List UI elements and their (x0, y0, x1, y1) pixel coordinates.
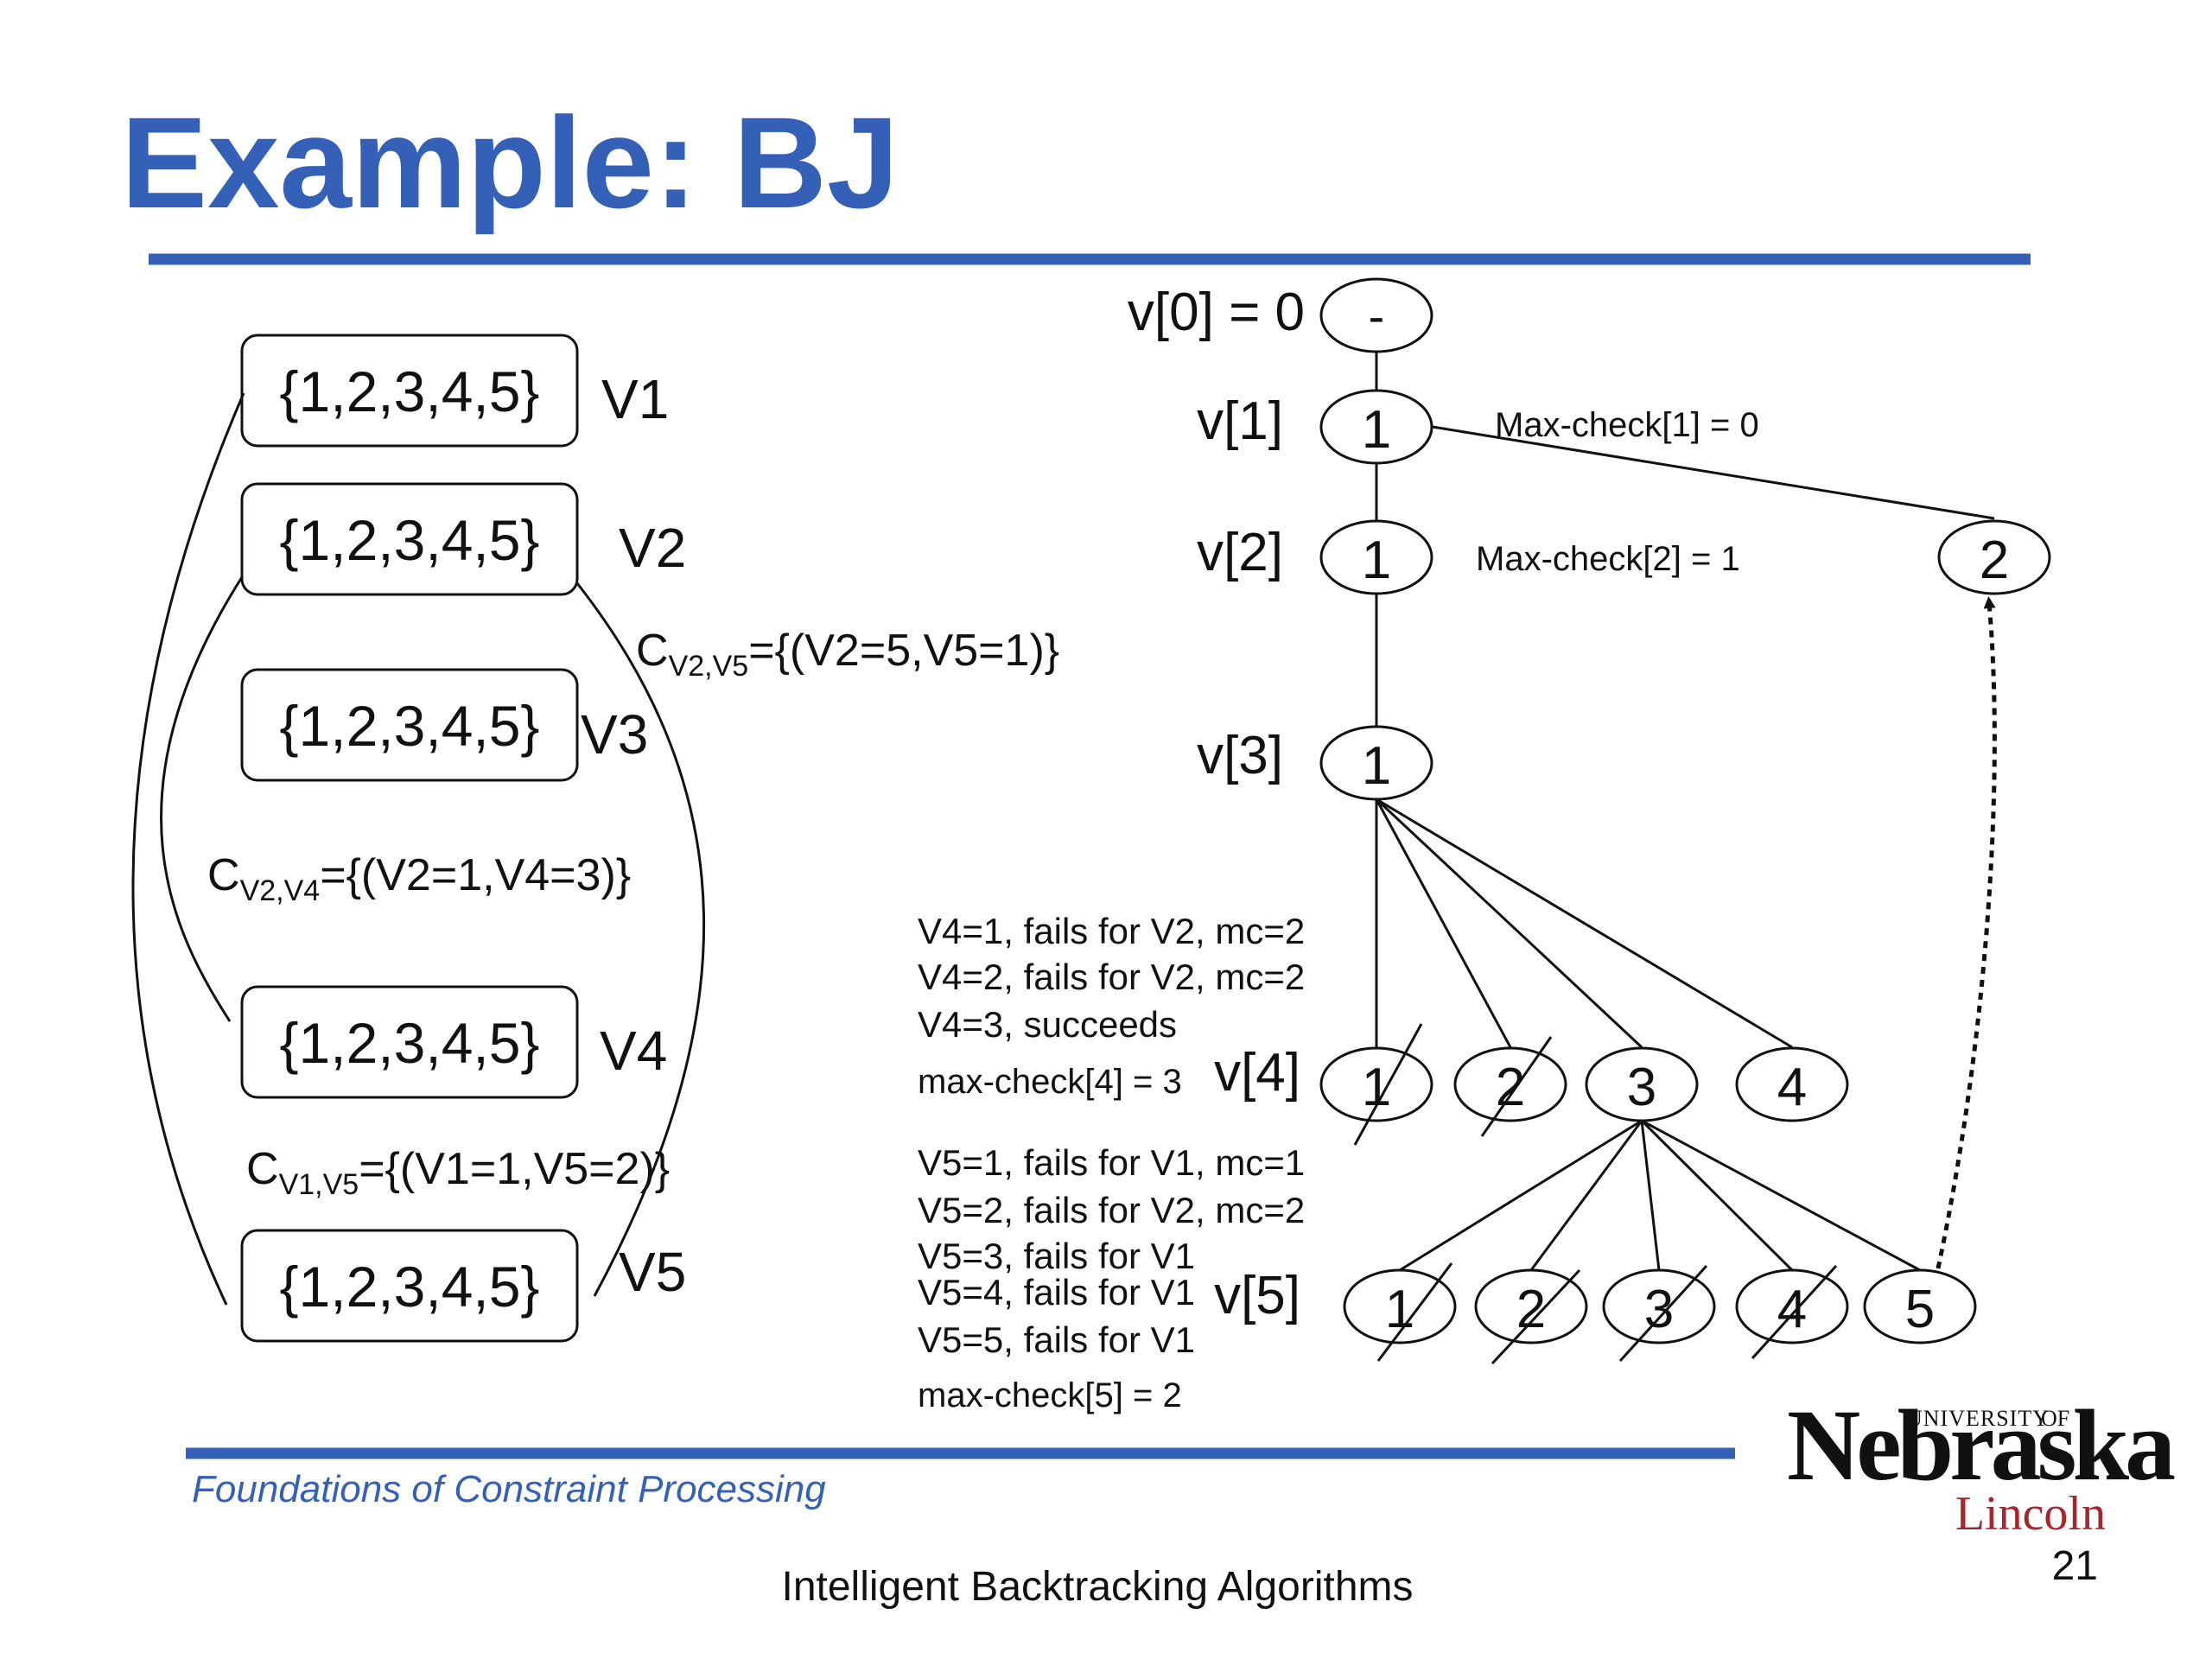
strike-mark (1618, 1264, 1708, 1363)
tree-edge (1640, 1119, 1794, 1272)
node-label: 1 (1362, 400, 1391, 460)
node-label: 1 (1385, 1280, 1414, 1339)
variable-v3: {1,2,3,4,5} V3 (240, 668, 648, 782)
strike-mark (1353, 1023, 1423, 1146)
strike-mark (1376, 1262, 1453, 1362)
constraint-body: ={(V2=1,V4=3)} (320, 850, 631, 900)
tree-edge (1376, 798, 1793, 1049)
constraint-body: ={(V2=5,V5=1)} (748, 626, 1059, 676)
constraint-arc-v2-v5 (575, 582, 706, 1297)
note-line: V4=2, fails for V2, mc=2 (918, 957, 1305, 997)
note-line: V5=4, fails for V1 (918, 1272, 1195, 1313)
tree-node-v5-3: 3 (1602, 1264, 1716, 1363)
tree-edge (1640, 1120, 1661, 1271)
note-line: V5=3, fails for V1 (918, 1236, 1195, 1276)
tree-node-v5-4: 4 (1735, 1264, 1849, 1360)
tree-node-v3: 1 (1319, 725, 1433, 801)
search-tree: v[0] = 0 v[1] v[2] v[3] v[4] v[5] - 1 1 … (1128, 277, 2051, 1365)
variable-v2: {1,2,3,4,5} V2 (240, 482, 686, 596)
strike-mark (1480, 1036, 1553, 1137)
note-line: V5=2, fails for V2, mc=2 (918, 1190, 1305, 1230)
strike-mark (1751, 1264, 1838, 1360)
tree-edge (1529, 1120, 1643, 1271)
node-label: 2 (1980, 531, 2009, 590)
tree-edge (1375, 798, 1643, 1049)
logo-nebraska-text: Nebraska (1787, 1389, 2175, 1502)
note-line: V4=3, succeeds (918, 1004, 1177, 1045)
variable-v4: {1,2,3,4,5} V4 (240, 985, 667, 1099)
node-label: 4 (1777, 1058, 1807, 1117)
logo-lincoln-text: Lincoln (1955, 1487, 2106, 1541)
tree-node-root: - (1319, 277, 1433, 353)
level-label-v3: v[3] (1197, 726, 1283, 785)
logo-university-text: UNIVERSITY (1906, 1406, 2050, 1431)
constraint-arc-v2-v4 (160, 576, 244, 1022)
constraint-body: ={(V1=1,V5=2)} (359, 1144, 670, 1194)
node-label: 5 (1905, 1280, 1935, 1339)
note-line: V5=5, fails for V1 (918, 1319, 1195, 1360)
note-line: V4=1, fails for V2, mc=2 (918, 911, 1305, 951)
domain-label: {1,2,3,4,5} (280, 508, 540, 572)
strike-mark (1491, 1268, 1581, 1365)
note-line: V5=1, fails for V1, mc=1 (918, 1142, 1305, 1183)
constraint-label-v1-v5: CV1,V5={(V1=1,V5=2)} (246, 1144, 670, 1201)
slide-title: Example: BJ (121, 90, 899, 235)
node-label: 1 (1362, 531, 1391, 590)
footer-topic: Intelligent Backtracking Algorithms (781, 1564, 1413, 1610)
tree-edge (1375, 798, 1512, 1048)
backjump-arrow (1936, 596, 1997, 1269)
level-label-v5: v[5] (1214, 1266, 1300, 1325)
constraint-subscript: V2,V5 (669, 650, 749, 683)
tree-node-v5-1: 1 (1343, 1262, 1457, 1362)
node-label: 1 (1362, 736, 1391, 796)
constraint-subscript: V2,V4 (240, 874, 321, 907)
constraint-label-v2-v4: CV2,V4={(V2=1,V4=3)} (207, 850, 631, 907)
tree-edge (1432, 425, 1995, 520)
variable-name: V5 (619, 1241, 686, 1303)
tree-node-v2: 1 (1319, 519, 1433, 595)
tree-node-v5-2: 2 (1474, 1268, 1588, 1365)
variable-name: V3 (581, 703, 648, 766)
level-label-v0: v[0] = 0 (1128, 283, 1305, 342)
max-check-1-label: Max-check[1] = 0 (1495, 406, 1759, 444)
constraint-label-v2-v5: CV2,V5={(V2=5,V5=1)} (636, 626, 1059, 683)
level-label-v4: v[4] (1214, 1043, 1300, 1103)
v5-notes: V5=1, fails for V1, mc=1 V5=2, fails for… (918, 1142, 1305, 1414)
domain-label: {1,2,3,4,5} (280, 694, 540, 758)
domain-label: {1,2,3,4,5} (280, 1255, 540, 1319)
tree-edge (1641, 1119, 1921, 1272)
tree-node-side: 2 (1937, 519, 2051, 595)
domain-label: {1,2,3,4,5} (280, 359, 540, 423)
node-label: 3 (1627, 1058, 1656, 1117)
tree-edge (1399, 1119, 1643, 1272)
tree-node-v5-5: 5 (1863, 1268, 1977, 1344)
domain-label: {1,2,3,4,5} (280, 1011, 540, 1075)
v4-notes: V4=1, fails for V2, mc=2 V4=2, fails for… (918, 911, 1305, 1101)
variable-v5: {1,2,3,4,5} V5 (240, 1229, 686, 1343)
variable-name: V1 (601, 368, 669, 430)
node-label: - (1369, 289, 1385, 343)
tree-node-v1: 1 (1319, 389, 1433, 465)
level-label-v1: v[1] (1197, 391, 1283, 451)
note-line: max-check[5] = 2 (918, 1376, 1182, 1414)
max-check-2-label: Max-check[2] = 1 (1476, 540, 1740, 578)
logo-of-text: OF (2041, 1406, 2069, 1431)
page-number: 21 (2052, 1543, 2098, 1589)
note-line: max-check[4] = 3 (918, 1063, 1182, 1101)
variable-name: V4 (600, 1020, 667, 1082)
variables-panel: {1,2,3,4,5} V1 {1,2,3,4,5} V2 {1,2,3,4,5… (131, 334, 1059, 1343)
node-label: 4 (1777, 1280, 1807, 1339)
variable-v1: {1,2,3,4,5} V1 (240, 334, 669, 448)
university-logo: UNIVERSITY OF Nebraska Lincoln (1787, 1389, 2179, 1541)
level-label-v2: v[2] (1197, 523, 1283, 582)
tree-node-v4-3: 3 (1585, 1046, 1699, 1122)
constraint-subscript: V1,V5 (279, 1168, 359, 1201)
tree-node-v4-2: 2 (1453, 1036, 1567, 1137)
variable-name: V2 (619, 517, 686, 579)
constraint-arc-v1-v5 (131, 392, 245, 1306)
tree-node-v4-4: 4 (1735, 1046, 1849, 1122)
footer-course: Foundations of Constraint Processing (192, 1468, 826, 1510)
tree-node-v4-1: 1 (1319, 1023, 1433, 1146)
